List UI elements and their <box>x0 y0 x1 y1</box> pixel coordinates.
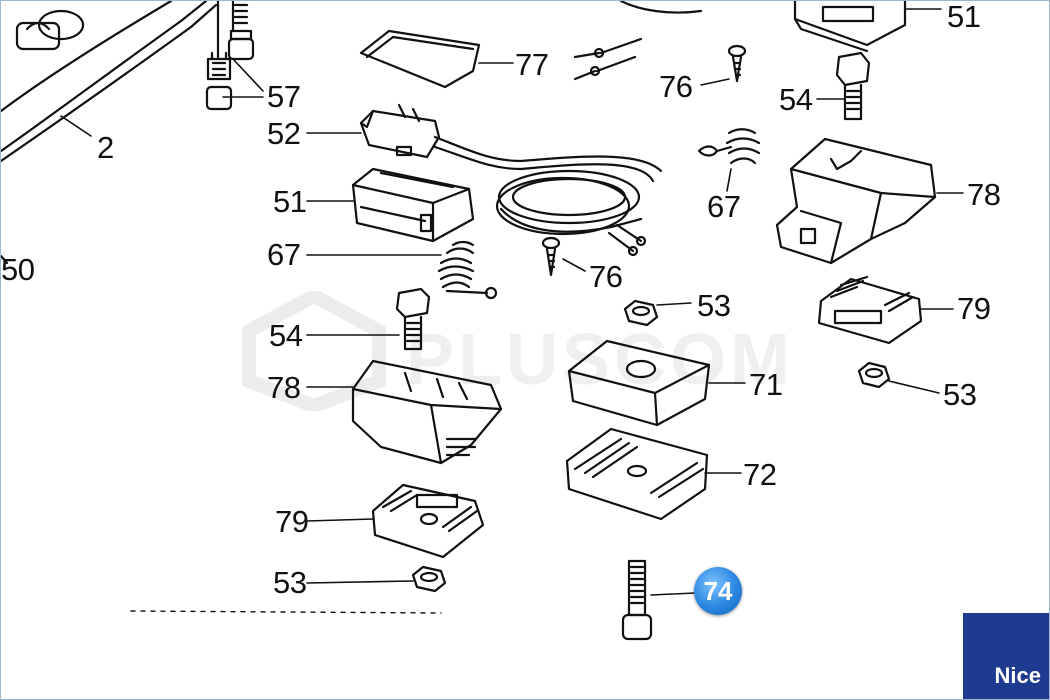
leader-lines <box>60 8 964 596</box>
microswitch-part-52 <box>359 103 663 257</box>
label-part-71: 71 <box>749 367 783 402</box>
label-part-67-left: 67 <box>267 237 301 272</box>
label-part-51-top: 51 <box>947 0 981 34</box>
label-part-52: 52 <box>267 116 301 151</box>
label-part-2: 2 <box>97 130 114 165</box>
switch-box-part-51 <box>351 167 475 243</box>
watermark-text: PLUSCOM <box>406 320 794 400</box>
nut-part-53-bottom <box>411 565 447 593</box>
screw-part-76-mid <box>541 236 561 277</box>
cover-part-78-right <box>775 137 937 265</box>
label-part-72: 72 <box>743 457 777 492</box>
spring-part-67-right <box>697 128 761 165</box>
wire-ends <box>573 1 703 81</box>
label-part-53-bottom: 53 <box>273 565 307 600</box>
housing-cover-part <box>1 1 218 265</box>
label-part-53-center: 53 <box>697 288 731 323</box>
label-part-54-right: 54 <box>779 82 813 117</box>
label-part-76-mid: 76 <box>589 259 623 294</box>
label-part-78-left: 78 <box>267 370 301 405</box>
nut-part-53-right <box>857 361 891 389</box>
switch-box-part-51-top <box>793 1 907 53</box>
label-part-79-left: 79 <box>275 504 309 539</box>
pad-part-77 <box>359 29 481 89</box>
label-part-67-right: 67 <box>707 189 741 224</box>
brand-logo: Nice <box>963 613 1049 699</box>
label-part-57: 57 <box>267 79 301 114</box>
label-part-53-right: 53 <box>943 377 977 412</box>
label-part-78-right: 78 <box>967 177 1001 212</box>
label-part-50: 50 <box>1 252 35 287</box>
label-part-76-top: 76 <box>659 69 693 104</box>
spring-part-67-left <box>437 240 498 300</box>
bolt-part-74 <box>621 559 653 641</box>
screw-part-76-top <box>727 44 747 83</box>
cover-part-78-left <box>351 359 503 465</box>
clamp-part-79-right <box>817 275 923 345</box>
ground-line <box>130 610 442 614</box>
label-part-77: 77 <box>515 47 549 82</box>
bolt-part-54-left <box>395 287 431 351</box>
label-part-79-right: 79 <box>957 291 991 326</box>
clamp-part-79-left <box>371 483 485 559</box>
plate-part-72 <box>565 427 709 521</box>
block-part-71 <box>567 339 711 427</box>
nut-part-53-center <box>623 299 659 327</box>
screw-part-57 <box>205 1 255 111</box>
label-part-51: 51 <box>273 184 307 219</box>
watermark-logo-icon <box>242 291 386 411</box>
highlighted-part-badge[interactable]: 74 <box>694 567 742 615</box>
label-part-54-left: 54 <box>269 318 303 353</box>
bolt-part-54-right <box>835 51 871 121</box>
